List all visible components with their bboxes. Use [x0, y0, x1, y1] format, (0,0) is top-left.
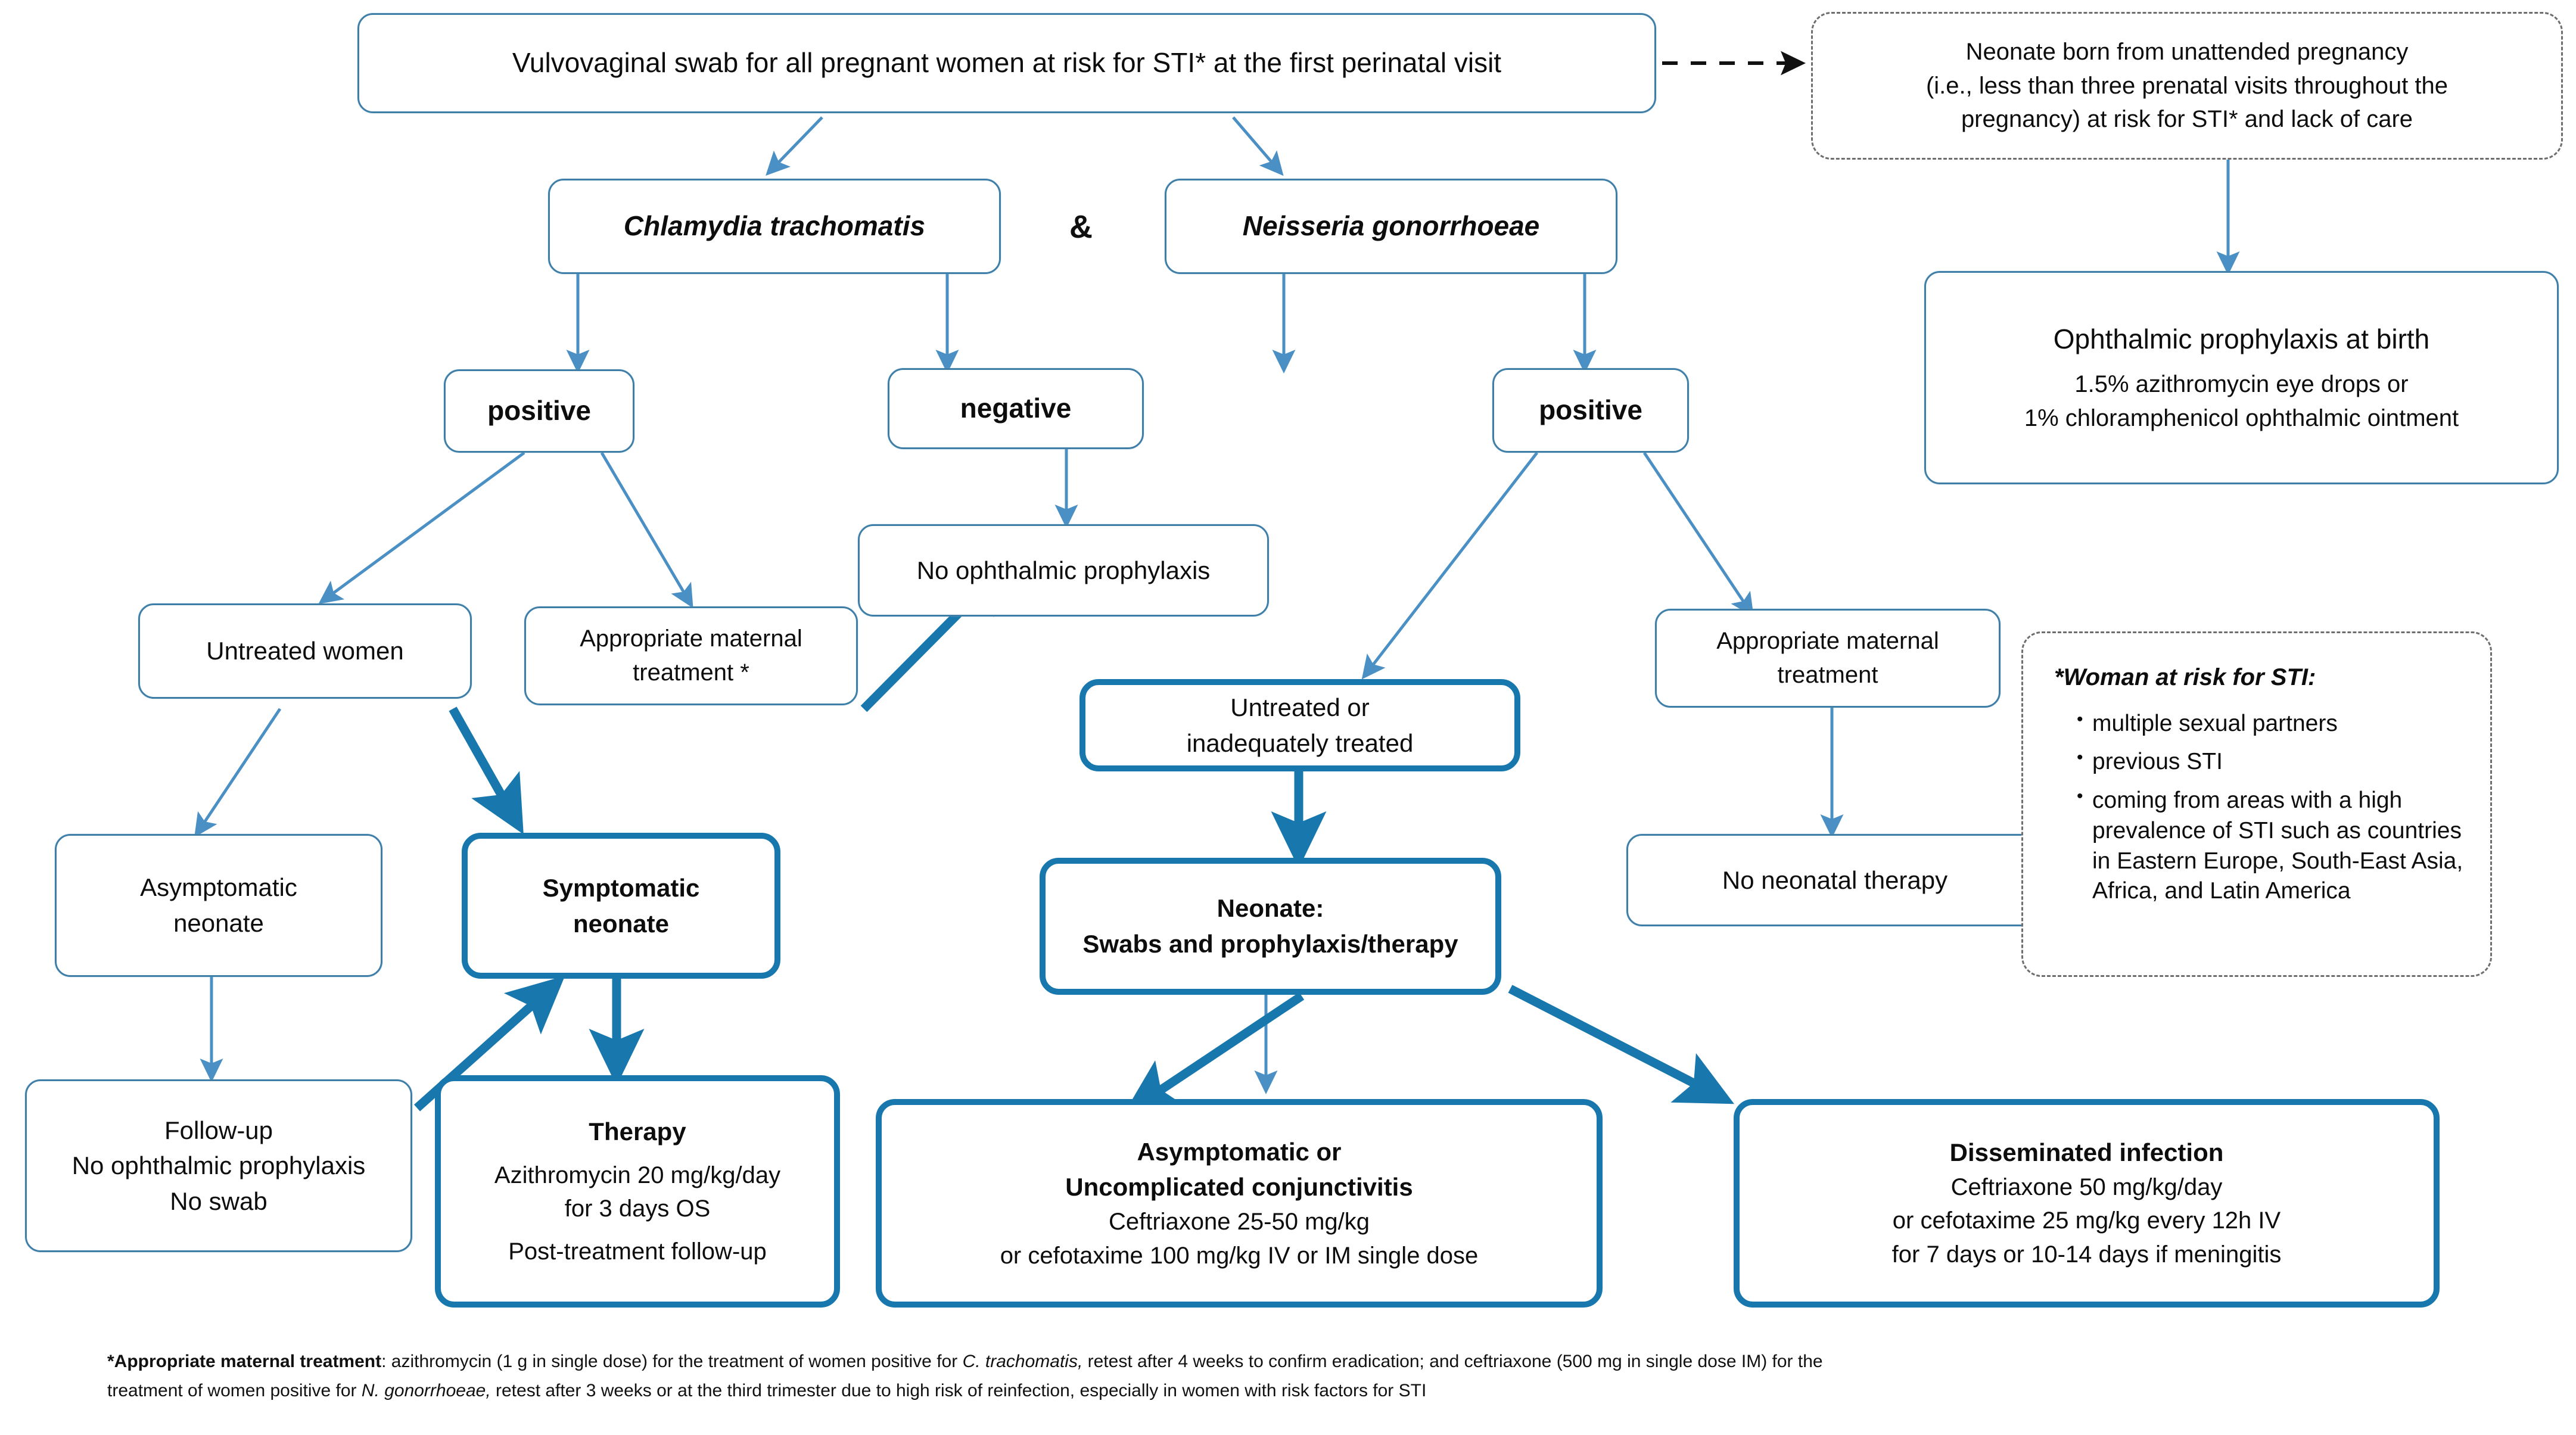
footnote-line-1: *Appropriate maternal treatment: azithro…	[107, 1347, 1823, 1377]
auc-line-2: Uncomplicated conjunctivitis	[1065, 1173, 1413, 1201]
disseminated-line-3: or cefotaxime 25 mg/kg every 12h IV	[1892, 1207, 2281, 1234]
node-neonate-swabs-prophylaxis: Neonate: Swabs and prophylaxis/therapy	[1040, 858, 1501, 995]
node-no-ophthalmic-prophylaxis: No ophthalmic prophylaxis	[858, 524, 1269, 617]
footnote-line-2: treatment of women positive for N. gonor…	[107, 1377, 1823, 1406]
no-neonatal-therapy-label: No neonatal therapy	[1722, 866, 1948, 894]
therapy-line-2: for 3 days OS	[564, 1196, 711, 1222]
footnote-block: *Appropriate maternal treatment: azithro…	[107, 1347, 1823, 1405]
untreated-or-line-2: inadequately treated	[1186, 729, 1414, 757]
no-ophthalmic-label: No ophthalmic prophylaxis	[916, 556, 1211, 584]
followup-line-1: Follow-up	[164, 1116, 273, 1144]
neonate-line-2: Swabs and prophylaxis/therapy	[1082, 930, 1458, 958]
footnote-l2-italic: N. gonorrhoeae,	[361, 1380, 491, 1400]
node-vulvovaginal-swab: Vulvovaginal swab for all pregnant women…	[357, 13, 1656, 113]
disseminated-line-2: Ceftriaxone 50 mg/kg/day	[1950, 1173, 2223, 1200]
legend-list: multiple sexual partners previous STI co…	[2051, 701, 2466, 915]
node-follow-up: Follow-up No ophthalmic prophylaxis No s…	[25, 1079, 412, 1252]
disseminated-line-4: for 7 days or 10-14 days if meningitis	[1891, 1241, 2282, 1268]
untreated-or-line-1: Untreated or	[1230, 693, 1370, 721]
ampersand-label: &	[1069, 209, 1093, 245]
gonorrhoeae-label: Neisseria gonorrhoeae	[1242, 210, 1540, 242]
node-untreated-or-inadequately-treated: Untreated or inadequately treated	[1079, 679, 1520, 771]
amt-line-1: Appropriate maternal	[1716, 628, 1939, 655]
unattended-line-2: (i.e., less than three prenatal visits t…	[1925, 72, 2449, 99]
unattended-line-3: pregnancy) at risk for STI* and lack of …	[1961, 106, 2413, 133]
chlamydia-label: Chlamydia trachomatis	[623, 210, 926, 242]
node-gonorrhoeae-positive: positive	[1492, 368, 1689, 453]
swab-text: Vulvovaginal swab for all pregnant women…	[512, 47, 1502, 79]
legend-item: previous STI	[2077, 746, 2466, 777]
node-disseminated-infection: Disseminated infection Ceftriaxone 50 mg…	[1734, 1099, 2440, 1308]
ophthalmic-spacer	[1926, 359, 2557, 368]
symptomatic-neonate-line-2: neonate	[573, 909, 670, 938]
therapy-spacer-1	[441, 1149, 834, 1158]
followup-line-2: No ophthalmic prophylaxis	[71, 1151, 366, 1180]
node-appropriate-maternal-treatment: Appropriate maternal treatment	[1655, 609, 2001, 708]
asymptomatic-neonate-line-2: neonate	[173, 909, 264, 937]
node-no-neonatal-therapy: No neonatal therapy	[1626, 834, 2043, 926]
ophthalmic-line-2: 1% chloramphenicol ophthalmic ointment	[2024, 405, 2459, 432]
footnote-l2a: treatment of women positive for	[107, 1380, 362, 1400]
ng-positive-label: positive	[1539, 394, 1642, 426]
symptomatic-neonate-line-1: Symptomatic	[542, 873, 700, 902]
node-ophthalmic-prophylaxis: Ophthalmic prophylaxis at birth 1.5% azi…	[1924, 271, 2559, 484]
footnote-l1b: retest after 4 weeks to confirm eradicat…	[1082, 1352, 1823, 1371]
footnote-l1a: : azithromycin (1 g in single dose) for …	[381, 1352, 963, 1371]
node-negative: negative	[888, 368, 1144, 449]
ct-positive-label: positive	[487, 395, 591, 427]
node-neisseria-gonorrhoeae: Neisseria gonorrhoeae	[1165, 179, 1617, 274]
followup-line-3: No swab	[170, 1187, 267, 1215]
amt-line-2: treatment	[1777, 662, 1878, 688]
node-asymptomatic-neonate: Asymptomatic neonate	[55, 834, 382, 977]
therapy-line-3: Post-treatment follow-up	[508, 1238, 767, 1265]
disseminated-line-1: Disseminated infection	[1949, 1138, 2224, 1166]
amt-star-line-1: Appropriate maternal	[580, 625, 802, 652]
amt-star-line-2: treatment *	[633, 659, 749, 686]
therapy-title: Therapy	[589, 1117, 686, 1145]
node-untreated-women: Untreated women	[138, 603, 472, 699]
legend-woman-at-risk: *Woman at risk for STI: multiple sexual …	[2021, 631, 2492, 977]
footnote-l1-italic: C. trachomatis,	[962, 1352, 1083, 1371]
legend-heading: *Woman at risk for STI:	[2054, 664, 2316, 690]
unattended-line-1: Neonate born from unattended pregnancy	[1965, 38, 2409, 65]
therapy-spacer-2	[441, 1226, 834, 1235]
node-symptomatic-neonate: Symptomatic neonate	[462, 833, 780, 979]
neonate-line-1: Neonate:	[1217, 894, 1324, 923]
footnote-l2b: retest after 3 weeks or at the third tri…	[490, 1380, 1427, 1400]
node-unattended-pregnancy: Neonate born from unattended pregnancy (…	[1811, 12, 2563, 160]
node-therapy: Therapy Azithromycin 20 mg/kg/day for 3 …	[435, 1075, 840, 1308]
untreated-women-label: Untreated women	[206, 637, 404, 665]
legend-item: multiple sexual partners	[2077, 708, 2466, 739]
auc-line-1: Asymptomatic or	[1137, 1137, 1342, 1166]
legend-item: coming from areas with a high prevalence…	[2077, 785, 2466, 907]
footnote-bold-lead: *Appropriate maternal treatment	[107, 1352, 382, 1371]
node-chlamydia-positive: positive	[444, 369, 634, 453]
asymptomatic-neonate-line-1: Asymptomatic	[140, 873, 297, 902]
therapy-line-1: Azithromycin 20 mg/kg/day	[494, 1162, 781, 1188]
ophthalmic-title: Ophthalmic prophylaxis at birth	[2053, 323, 2430, 354]
auc-line-3: Ceftriaxone 25-50 mg/kg	[1108, 1208, 1370, 1235]
auc-line-4: or cefotaxime 100 mg/kg IV or IM single …	[1000, 1242, 1479, 1269]
node-appropriate-maternal-treatment-star: Appropriate maternal treatment *	[524, 606, 858, 705]
node-asymptomatic-or-uncomplicated: Asymptomatic or Uncomplicated conjunctiv…	[876, 1099, 1603, 1308]
node-chlamydia-trachomatis: Chlamydia trachomatis	[548, 179, 1001, 274]
negative-label: negative	[960, 393, 1072, 424]
ophthalmic-line-1: 1.5% azithromycin eye drops or	[2074, 371, 2409, 398]
